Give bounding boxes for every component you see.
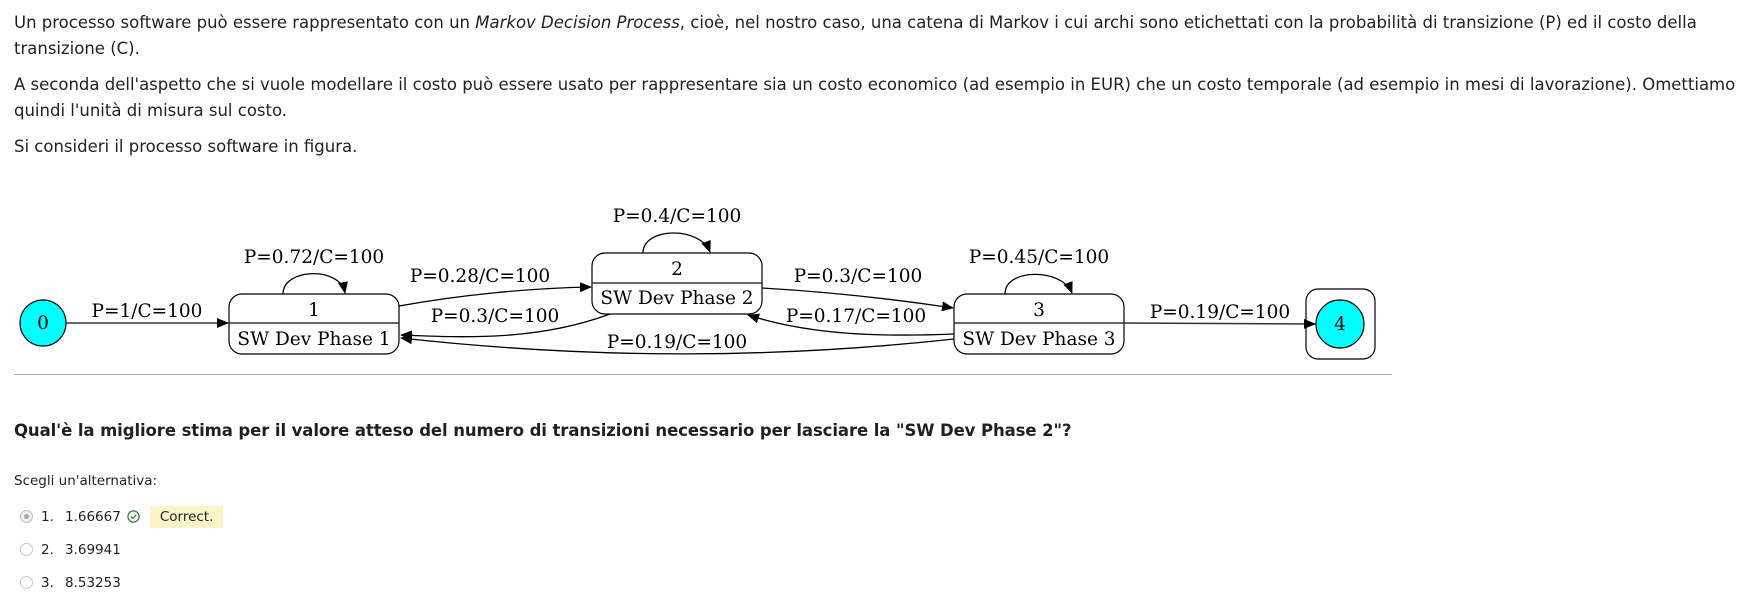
node-4: 4 [1305, 288, 1376, 360]
edge-2-3-label: P=0.3/C=100 [794, 266, 923, 287]
edge-3-4-label: P=0.19/C=100 [1150, 302, 1290, 323]
node-1-box [228, 293, 400, 355]
edge-3-1: P=0.19/C=100 [400, 332, 955, 355]
intro-paragraph-2: A seconda dell'aspetto che si vuole mode… [14, 75, 1736, 120]
edge-2-1-label: P=0.3/C=100 [431, 306, 560, 327]
intro-paragraph-3: Si consideri il processo software in fig… [14, 137, 358, 156]
answer-list: 1. 1.66667 Correct. 2. 3.69941 3. 8.5325… [20, 500, 224, 599]
edge-1-1-line [282, 273, 348, 295]
edge-0-1-label: P=1/C=100 [92, 301, 203, 322]
edge-2-1: P=0.3/C=100 [400, 306, 611, 341]
answer-option-1-number: 1. [41, 508, 54, 525]
mdp-term: Markov Decision Process [475, 13, 680, 32]
edge-0-1: P=1/C=100 [66, 301, 229, 328]
answer-option-1-radio[interactable] [20, 510, 33, 523]
edge-3-4: P=0.19/C=100 [1123, 302, 1316, 329]
edge-2-2-line [642, 232, 711, 254]
answer-option-3-value: 8.53253 [65, 574, 121, 591]
edge-3-3-line [1004, 273, 1073, 295]
answer-prompt: Scegli un'alternativa: [14, 473, 158, 489]
node-1-sublabel: SW Dev Phase 1 [237, 329, 390, 350]
edge-1-2-label: P=0.28/C=100 [410, 266, 550, 287]
edge-3-2-label: P=0.17/C=100 [786, 306, 926, 327]
figure-divider [14, 374, 1392, 375]
node-2-sublabel: SW Dev Phase 2 [600, 288, 753, 309]
edge-2-3: P=0.3/C=100 [761, 266, 954, 312]
markov-chain-figure: 0 1 SW Dev Phase 1 2 SW Dev Phase 2 3 SW… [0, 190, 1410, 380]
edge-2-3-line [761, 287, 954, 312]
answer-option-3-radio[interactable] [20, 576, 33, 589]
answer-option-2-number: 2. [41, 541, 54, 558]
answer-option-2[interactable]: 2. 3.69941 [20, 533, 223, 566]
node-1: 1 SW Dev Phase 1 [228, 293, 400, 355]
answer-option-3[interactable]: 3. 8.53253 [20, 566, 223, 599]
node-0-label: 0 [37, 313, 49, 334]
node-3-label: 3 [1033, 300, 1045, 321]
answer-option-2-value: 3.69941 [65, 541, 121, 558]
question-text: Qual'è la migliore stima per il valore a… [14, 421, 1072, 440]
edge-3-1-line [400, 334, 955, 355]
answer-option-2-radio[interactable] [20, 543, 33, 556]
edge-2-1-line [400, 313, 611, 341]
edge-1-1-label: P=0.72/C=100 [244, 247, 384, 268]
node-2: 2 SW Dev Phase 2 [591, 252, 763, 315]
node-1-label: 1 [308, 300, 320, 321]
node-2-label: 2 [671, 259, 683, 280]
edge-1-1: P=0.72/C=100 [244, 247, 384, 295]
edge-3-1-label: P=0.19/C=100 [607, 332, 747, 353]
intro-paragraph-1: Un processo software può essere rapprese… [14, 13, 1697, 58]
answer-feedback-correct: Correct. [149, 505, 224, 528]
edge-2-2: P=0.4/C=100 [613, 206, 742, 254]
edge-3-4-line [1123, 318, 1316, 329]
answer-option-1-value: 1.66667 [65, 508, 121, 525]
edge-3-2-line [747, 313, 955, 336]
edge-3-3: P=0.45/C=100 [969, 247, 1109, 295]
answer-option-1[interactable]: 1. 1.66667 Correct. [20, 500, 224, 533]
correct-check-icon [127, 510, 140, 523]
edge-1-2: P=0.28/C=100 [398, 266, 592, 307]
node-3-box [953, 293, 1125, 355]
question-intro: Un processo software può essere rapprese… [14, 10, 1744, 170]
edge-1-2-line [398, 282, 592, 307]
node-0: 0 [19, 299, 67, 347]
node-4-label: 4 [1334, 314, 1346, 335]
answer-option-3-number: 3. [41, 574, 54, 591]
node-4-circle [1315, 299, 1365, 349]
edge-3-2: P=0.17/C=100 [747, 306, 955, 336]
edge-3-3-label: P=0.45/C=100 [969, 247, 1109, 268]
node-3-sublabel: SW Dev Phase 3 [962, 329, 1115, 350]
edge-2-2-label: P=0.4/C=100 [613, 206, 742, 227]
node-3: 3 SW Dev Phase 3 [953, 293, 1125, 355]
markov-chain-diagram: 0 1 SW Dev Phase 1 2 SW Dev Phase 2 3 SW… [19, 206, 1376, 360]
